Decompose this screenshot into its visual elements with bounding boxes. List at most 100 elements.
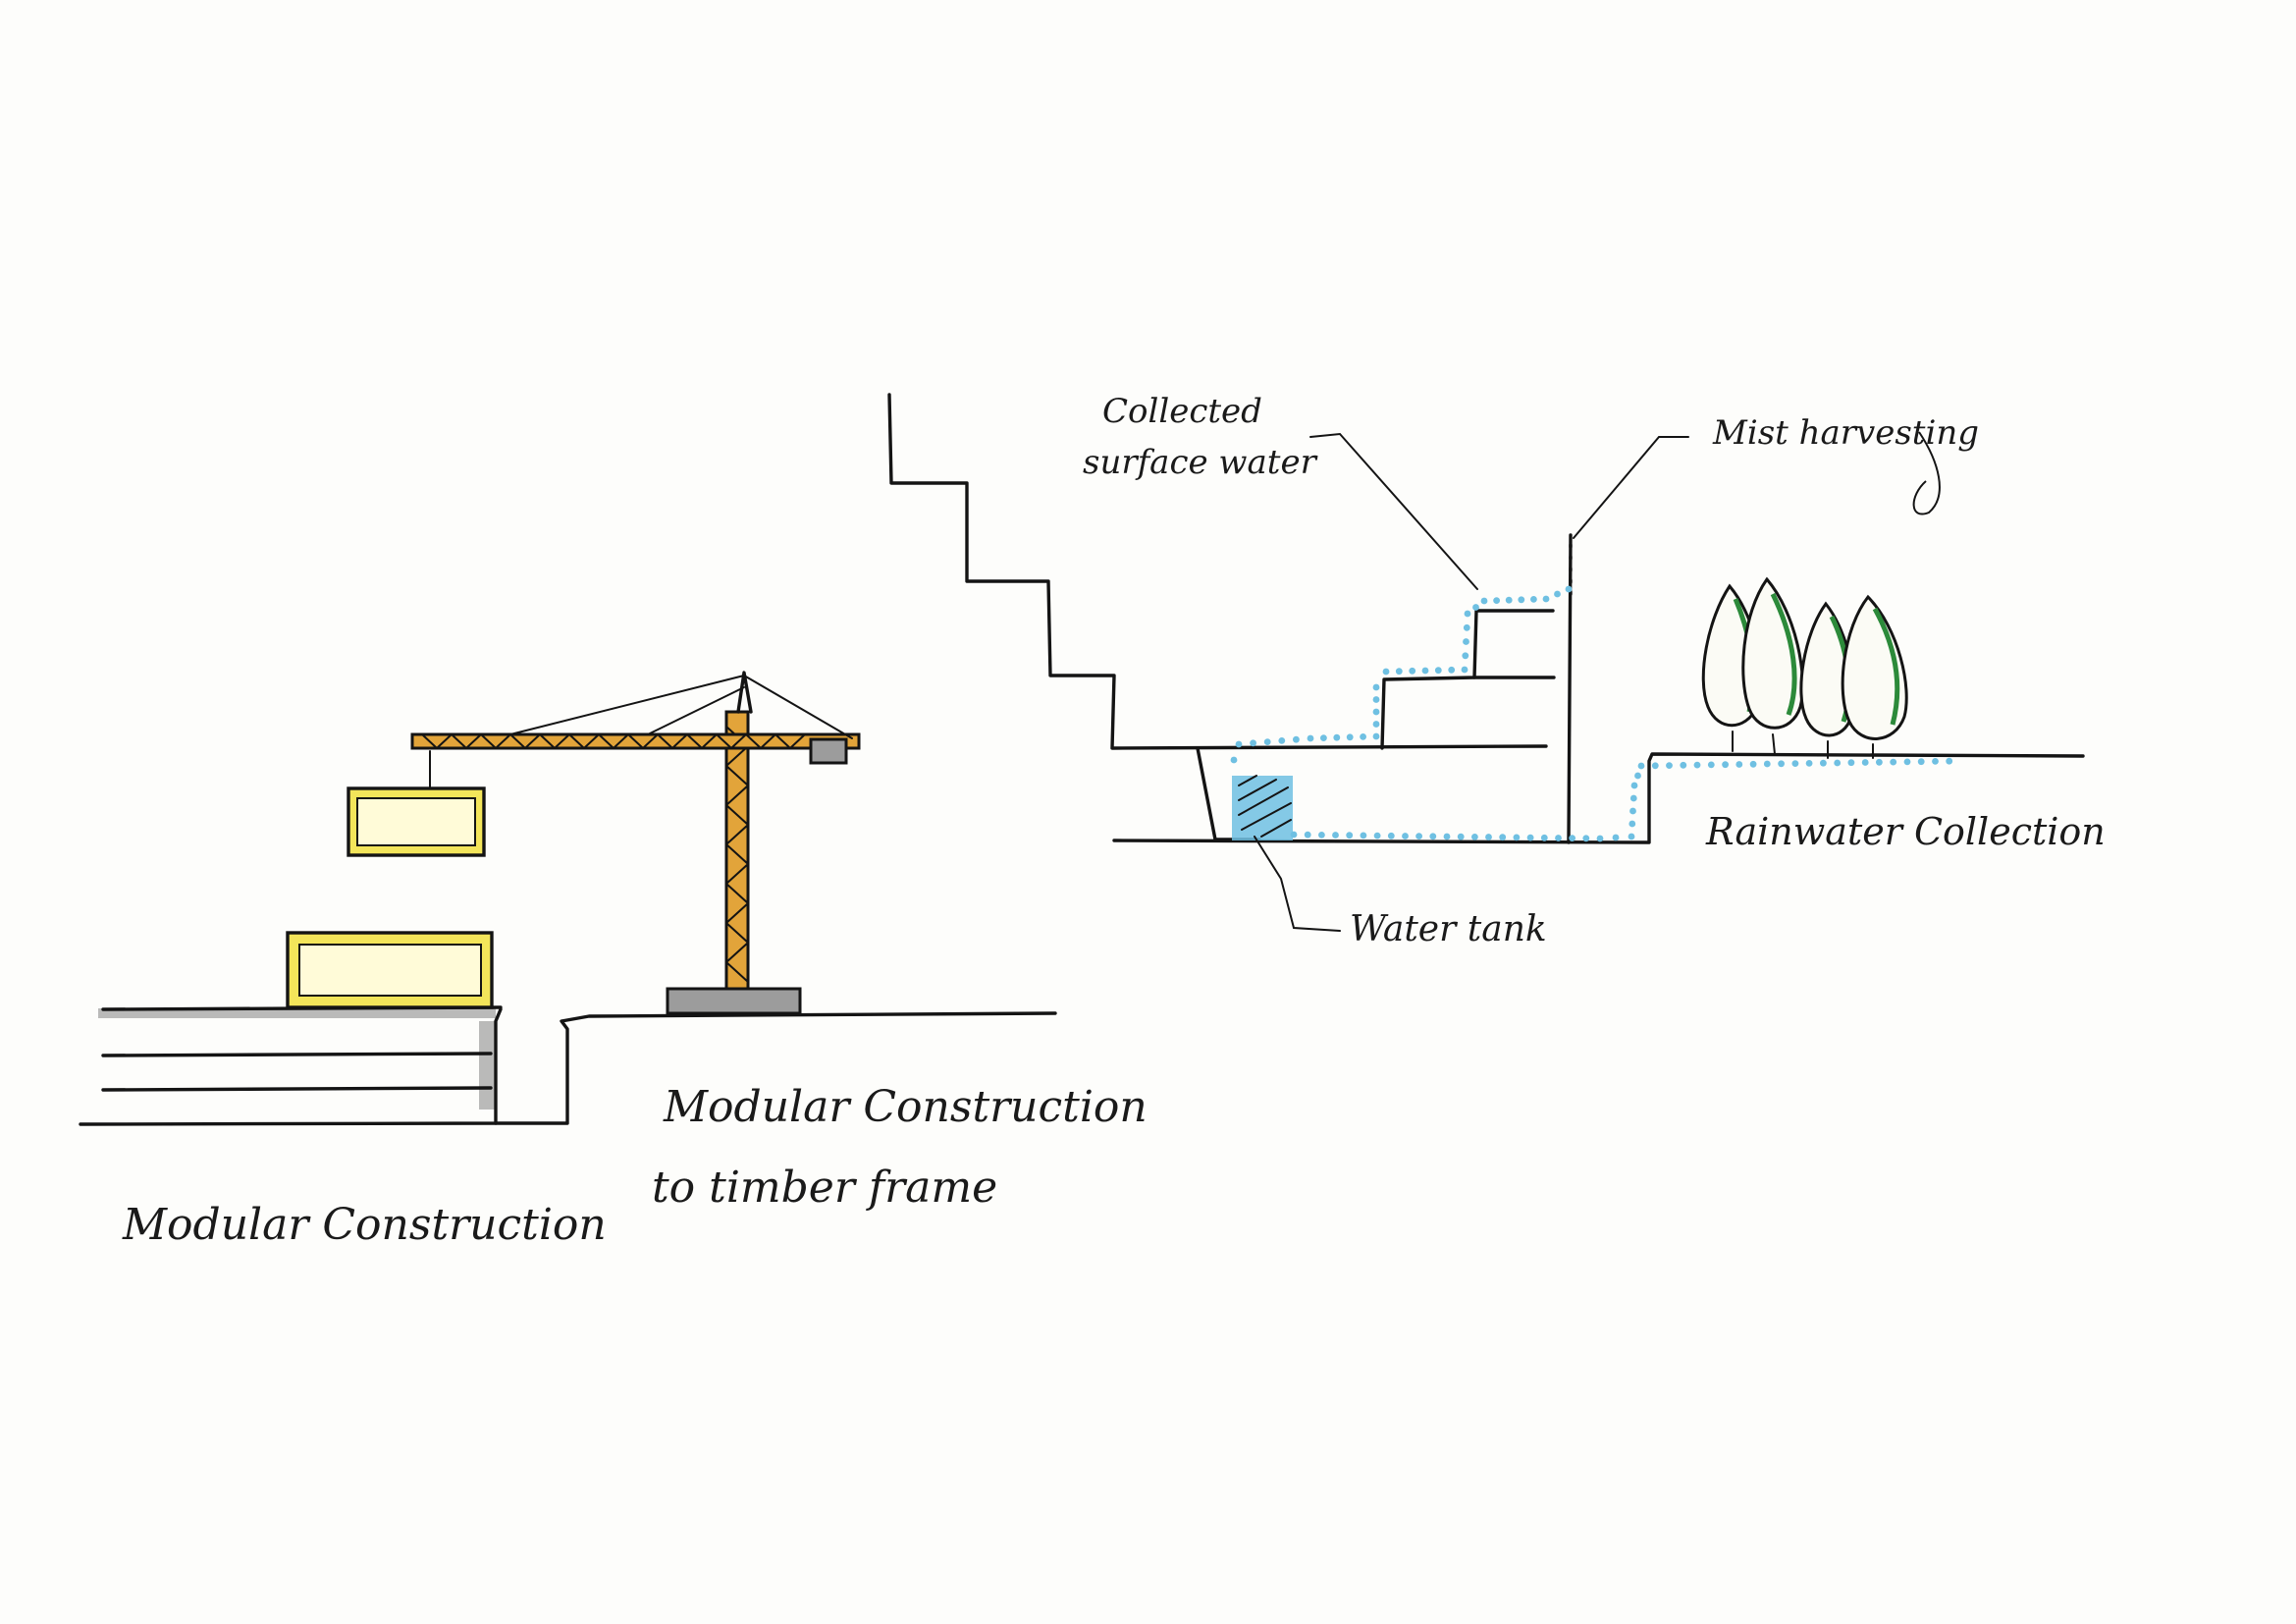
water-dot [1505,596,1513,604]
module-upper-inner [356,797,476,846]
water-dot [1360,733,1366,740]
water-dot [1346,832,1354,839]
water-dot [1651,762,1659,770]
water-dot [1847,759,1855,767]
water-dot [1463,623,1470,631]
water-dot [1415,833,1422,839]
water-dot [1443,833,1451,840]
tree [1841,594,1908,759]
water-dot [1634,772,1641,780]
water-dot [1332,832,1339,839]
water-dot [1629,807,1636,815]
water-dot [1890,758,1897,766]
water-dot [1471,834,1478,840]
water-dot [1629,794,1637,802]
water-dot [1612,834,1620,841]
water-dot [1805,760,1813,767]
water-dot [1320,734,1327,741]
water-dot [1485,834,1492,840]
water-dot [1820,759,1827,767]
water-dot [1235,740,1243,748]
label-collected-line2: surface water [1083,443,1318,482]
water-dot [1318,832,1325,839]
modular-construction-section [79,750,1057,1126]
water-dot [1434,667,1442,675]
water-dot [1630,782,1638,789]
water-dot [1540,834,1548,841]
water-section [887,393,2085,844]
water-flow-path [1230,585,1953,842]
water-dot [1542,595,1550,603]
tree [1741,576,1804,755]
water-dot [1791,760,1799,767]
water-dot [1290,831,1298,839]
water-dot [1263,738,1271,745]
water-dot [1722,761,1729,769]
water-dot [1372,721,1380,728]
label-modular-construction: Modular Construction [122,1200,607,1250]
label-modular-timber-line1: Modular Construction [663,1082,1148,1132]
water-dot [1461,666,1468,674]
water-dot [1526,834,1534,841]
label-water-tank: Water tank [1350,909,1547,949]
water-dot [1861,759,1869,766]
water-dot [1499,834,1507,841]
water-dot [1666,762,1673,769]
water-dot [1462,652,1469,660]
water-dot [1932,758,1939,765]
water-dot [1421,667,1429,675]
water-dot [1307,734,1314,742]
water-dot [1680,761,1687,769]
water-dot [1382,668,1390,676]
crane-counterweight [809,737,848,765]
water-dot [1554,590,1561,598]
water-dot [1518,596,1525,604]
water-dot [1749,760,1757,768]
water-dot [1464,610,1471,618]
water-dot [1876,758,1883,766]
tree-cluster [1701,576,1908,759]
water-dot [1637,762,1645,770]
tower-crane [410,671,861,1015]
ground-shadow [98,1008,496,1018]
water-dot [1472,604,1479,611]
water-dot [1346,733,1354,741]
label-collected-line1: Collected [1102,392,1262,431]
label-mist-harvesting: Mist harvesting [1712,413,1979,453]
module-lower-inner [298,944,482,997]
label-rainwater-collection: Rainwater Collection [1705,810,2106,853]
water-dot [1555,835,1562,841]
water-dot [1360,832,1367,839]
leader-lines [1254,431,1941,932]
water-dot [1493,597,1500,604]
water-dot [1429,833,1437,840]
water-dot [1457,833,1465,840]
water-dot [1628,833,1635,840]
water-dot [1778,760,1785,768]
water-dot [1834,759,1842,767]
water-dot [1693,761,1701,769]
water-dot [1372,696,1380,703]
water-dot [1402,833,1409,839]
water-dot [1565,585,1573,593]
label-modular-timber-line2: to timber frame [652,1163,997,1213]
water-dot [1372,683,1380,691]
water-dot [1409,667,1416,675]
water-dot [1250,739,1256,747]
water-dot [1387,832,1395,839]
water-dot [1480,597,1488,605]
water-dot [1372,708,1380,716]
water-dot [1903,758,1911,766]
crane-base [666,987,802,1015]
water-dot [1513,834,1521,841]
water-dot [1569,835,1575,841]
water-dot [1278,737,1286,744]
water-dot [1707,761,1715,769]
water-dot [1395,668,1403,676]
water-dot [1333,733,1341,741]
water-dot [1596,835,1604,842]
water-dot [1735,761,1743,768]
water-dot [1582,835,1590,842]
